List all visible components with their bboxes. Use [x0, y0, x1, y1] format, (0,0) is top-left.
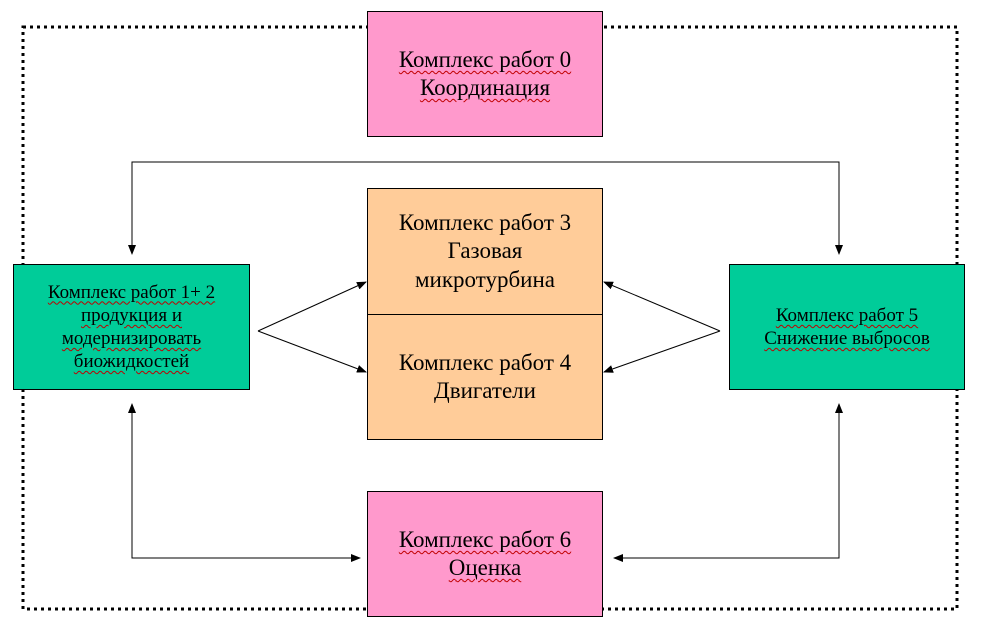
- box-5-line-2: Снижение выбросов: [764, 328, 930, 349]
- box-6-line-1: Комплекс работ 6: [398, 526, 572, 552]
- box-work-package-6: Комплекс работ 6 Оценка: [367, 491, 603, 617]
- left-fork-lower: [257, 330, 367, 373]
- box-0-line-1: Комплекс работ 0: [398, 46, 572, 72]
- box-4-line-2: Двигатели: [434, 378, 536, 403]
- box-work-package-1-2: Комплекс работ 1+ 2 продукция и модерниз…: [13, 264, 250, 390]
- box-5-line-1: Комплекс работ 5: [775, 304, 919, 326]
- box-3-line-2: Газовая: [447, 238, 523, 264]
- bottom-left-connector: [128, 403, 360, 559]
- box-0-line-2: Координация: [419, 75, 551, 100]
- left-fork-upper: [257, 281, 367, 332]
- bottom-right-connector: [614, 403, 843, 559]
- box-3-line-1: Комплекс работ 3: [398, 210, 572, 236]
- box-12-line-1: Комплекс работ 1+ 2: [47, 281, 216, 303]
- box-12-line-3: модернизировать: [61, 328, 202, 349]
- right-fork-upper: [603, 281, 721, 332]
- box-work-package-0: Комплекс работ 0 Координация: [367, 11, 603, 137]
- box-6-line-2: Оценка: [448, 555, 522, 580]
- box-12-line-4: биожидкостей: [73, 351, 190, 373]
- box-work-package-5: Комплекс работ 5 Снижение выбросов: [729, 264, 965, 390]
- box-12-line-2: продукция и: [80, 304, 182, 326]
- box-work-package-4: Комплекс работ 4 Двигатели: [367, 314, 603, 440]
- box-work-package-3: Комплекс работ 3 Газовая микротурбина: [367, 188, 603, 315]
- right-fork-lower: [603, 330, 721, 373]
- box-3-line-3: микротурбина: [414, 266, 555, 292]
- box-4-line-1: Комплекс работ 4: [398, 349, 572, 375]
